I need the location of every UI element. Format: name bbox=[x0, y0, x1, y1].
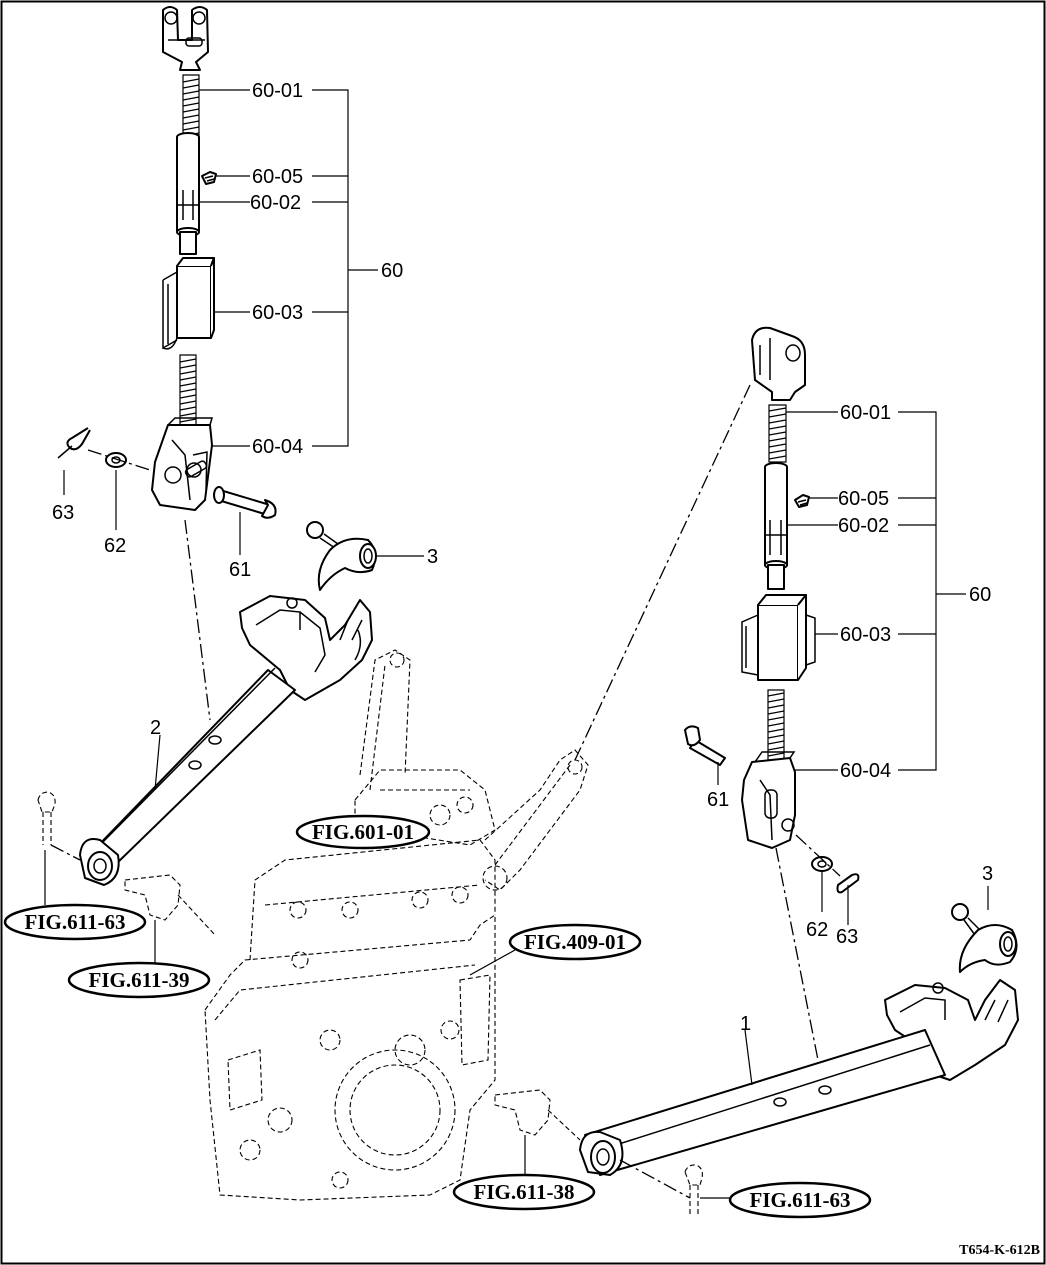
callout-left-3: 3 bbox=[427, 546, 438, 568]
callout-left-61: 61 bbox=[229, 559, 251, 581]
right-top-link-assembly bbox=[684, 326, 860, 894]
right-adjusting-sleeve bbox=[764, 462, 788, 590]
fig-ref-611-63-right-label: FIG.611-63 bbox=[750, 1188, 851, 1212]
fig-ref-601-01-label: FIG.601-01 bbox=[312, 820, 414, 844]
right-pin-centerline bbox=[795, 834, 841, 877]
fig-ref-611-38-label: FIG.611-38 bbox=[474, 1180, 575, 1204]
right-lower-link bbox=[579, 979, 1019, 1176]
callout-left-60: 60 bbox=[381, 260, 403, 282]
right-bolt-centerline bbox=[619, 1159, 691, 1199]
callout-right-60-03: 60-03 bbox=[840, 624, 891, 646]
left-centerline bbox=[184, 519, 211, 721]
left-swivel-end bbox=[151, 354, 213, 511]
left-phantom-bolt bbox=[37, 791, 216, 936]
left-washer bbox=[105, 452, 127, 468]
leader-fig-409-01 bbox=[469, 949, 516, 976]
right-clevis-centerline bbox=[574, 384, 751, 761]
right-grease-nipple bbox=[794, 494, 810, 508]
fig-ref-409-01-label: FIG.409-01 bbox=[524, 930, 626, 954]
left-r-clip bbox=[57, 427, 91, 459]
callout-right-1: 1 bbox=[740, 1013, 751, 1035]
callout-left-63: 63 bbox=[52, 502, 74, 524]
callout-left-60-02: 60-02 bbox=[250, 192, 301, 214]
right-washer bbox=[811, 856, 833, 872]
fig-ref-611-39[interactable]: FIG.611-39 bbox=[67, 961, 211, 999]
fig-ref-611-63-right[interactable]: FIG.611-63 bbox=[728, 1181, 872, 1219]
right-link-centerline bbox=[775, 847, 819, 1061]
callout-right-60: 60 bbox=[969, 584, 991, 606]
fig-ref-611-63-left[interactable]: FIG.611-63 bbox=[3, 903, 147, 941]
left-lower-link bbox=[79, 595, 373, 886]
fig-ref-611-63-left-label: FIG.611-63 bbox=[25, 910, 126, 934]
callout-left-60-05: 60-05 bbox=[252, 166, 303, 188]
left-ball-end bbox=[306, 521, 377, 591]
left-top-link-assembly bbox=[57, 6, 277, 519]
callout-left-60-03: 60-03 bbox=[252, 302, 303, 324]
callout-right-60-04: 60-04 bbox=[840, 760, 891, 782]
right-r-clip bbox=[836, 873, 860, 894]
right-clevis-end bbox=[751, 326, 806, 463]
callout-left-62: 62 bbox=[104, 535, 126, 557]
right-pin bbox=[684, 725, 726, 766]
left-leader-lines bbox=[63, 89, 424, 557]
right-swivel-end bbox=[741, 689, 796, 849]
callout-right-60-05: 60-05 bbox=[838, 488, 889, 510]
fig-ref-611-39-label: FIG.611-39 bbox=[89, 968, 190, 992]
callout-right-3: 3 bbox=[982, 863, 993, 885]
left-grease-nipple bbox=[201, 171, 217, 185]
callout-right-63: 63 bbox=[836, 926, 858, 948]
right-leader-lines bbox=[717, 411, 966, 925]
left-handle bbox=[162, 257, 215, 350]
drawing-code: T654-K-612B bbox=[959, 1243, 1040, 1258]
right-ball-end bbox=[951, 886, 1018, 973]
right-phantom-bolts bbox=[494, 1089, 703, 1215]
left-adjusting-sleeve bbox=[176, 132, 200, 255]
callout-left-60-01: 60-01 bbox=[252, 80, 303, 102]
fig-ref-409-01[interactable]: FIG.409-01 bbox=[508, 923, 642, 961]
phantom-transmission bbox=[204, 649, 589, 1201]
fig-ref-611-38[interactable]: FIG.611-38 bbox=[452, 1173, 596, 1211]
callout-left-60-04: 60-04 bbox=[252, 436, 303, 458]
left-pin bbox=[213, 486, 277, 519]
callout-right-60-02: 60-02 bbox=[838, 515, 889, 537]
left-bolt-centerline bbox=[50, 844, 81, 861]
right-handle bbox=[741, 594, 816, 681]
callout-left-2: 2 bbox=[150, 717, 161, 739]
callout-right-62: 62 bbox=[806, 919, 828, 941]
callout-right-61: 61 bbox=[707, 789, 729, 811]
fig-ref-601-01[interactable]: FIG.601-01 bbox=[295, 814, 431, 850]
callout-right-60-01: 60-01 bbox=[840, 402, 891, 424]
